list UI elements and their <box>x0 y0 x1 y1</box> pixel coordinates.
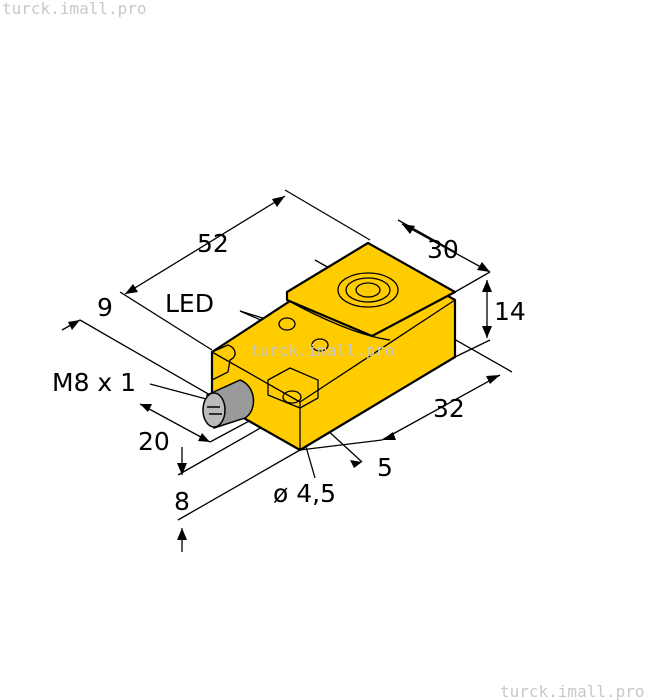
label-connector-offset: 9 <box>97 293 113 322</box>
led-indicator-1 <box>278 317 296 331</box>
mounting-boss <box>267 367 319 409</box>
m8-connector <box>202 379 255 429</box>
dimension-arrows <box>68 196 500 540</box>
watermark-top-left: turck.imall.pro <box>2 0 147 18</box>
watermark-center: turck.imall.pro <box>250 341 395 360</box>
label-hole-height: 8 <box>174 487 190 516</box>
mounting-slot <box>211 344 236 381</box>
label-height: 14 <box>494 297 526 326</box>
sensing-target-icon <box>337 272 399 308</box>
sensing-face <box>285 241 457 338</box>
watermark-bottom-right: turck.imall.pro <box>500 682 645 700</box>
led-indicator-2 <box>311 338 329 352</box>
label-hole-diameter: ø 4,5 <box>273 479 336 508</box>
sensor-housing <box>202 241 457 452</box>
mounting-hole <box>282 390 302 404</box>
label-hole-spacing: 20 <box>138 427 170 456</box>
label-led: LED <box>165 289 214 318</box>
label-thread: M8 x 1 <box>52 368 136 397</box>
label-hole-edge: 5 <box>377 453 393 482</box>
label-side-length: 32 <box>433 394 465 423</box>
label-width: 30 <box>427 235 459 264</box>
label-length: 52 <box>197 229 229 258</box>
